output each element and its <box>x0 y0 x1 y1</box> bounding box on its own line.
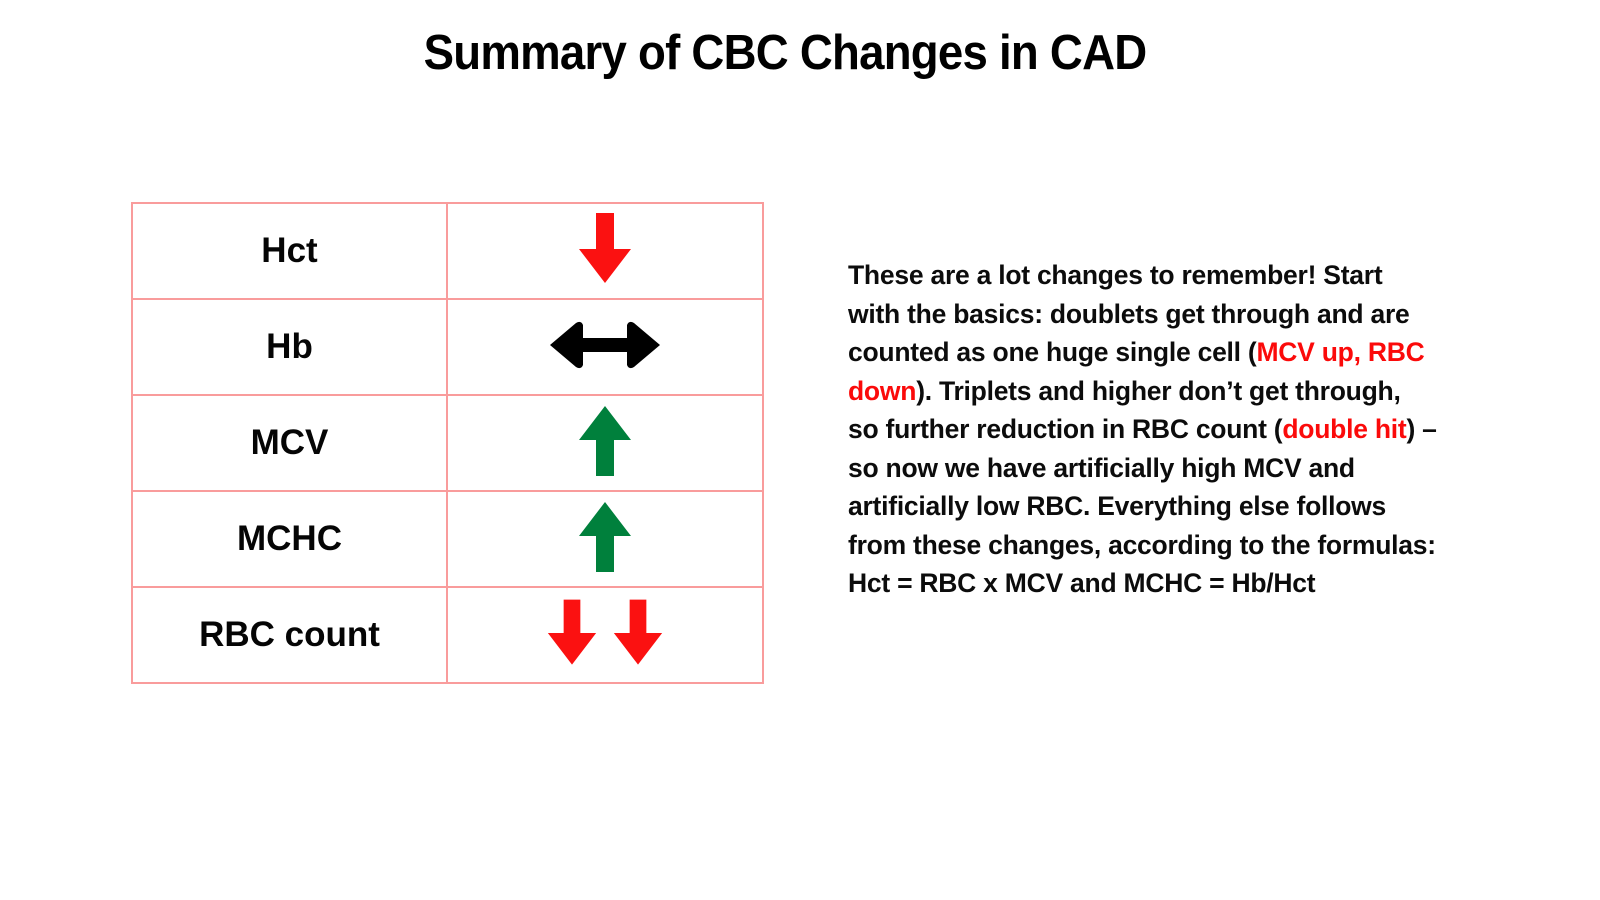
table-cell-label-rbc-count: RBC count <box>131 586 448 684</box>
icon-group <box>448 204 762 298</box>
table-cell-label-mchc: MCHC <box>131 490 448 588</box>
icon-group <box>448 588 762 682</box>
arrow-up-green-icon <box>577 405 633 482</box>
table-cell-icon-mcv <box>446 394 764 492</box>
icon-group <box>448 300 762 394</box>
arrow-down-red-icon <box>612 599 664 672</box>
table-cell-label-mcv: MCV <box>131 394 448 492</box>
table-row: MCV <box>131 394 764 492</box>
table-cell-label-hb: Hb <box>131 298 448 396</box>
arrow-down-red-icon <box>577 212 633 290</box>
table-row: Hb <box>131 298 764 396</box>
explanation-highlight-mcv-up-rbc-down: MCV up, RBC down <box>848 337 1425 406</box>
explanation-segment-1: These are a lot changes to remember! Sta… <box>848 260 1410 367</box>
table-cell-icon-hb <box>446 298 764 396</box>
table-cell-icon-hct <box>446 202 764 300</box>
table-cell-label-hct: Hct <box>131 202 448 300</box>
page-title: Summary of CBC Changes in CAD <box>423 26 1148 80</box>
icon-group <box>448 396 762 490</box>
table-cell-icon-mchc <box>446 490 764 588</box>
explanation-paragraph: These are a lot changes to remember! Sta… <box>848 256 1438 603</box>
explanation-highlight-double-hit: double hit <box>1282 414 1407 444</box>
explanation-segment-2: ). Triplets and higher don’t get through… <box>848 375 1401 445</box>
explanation-segment-3: ) – so now we have artificially high MCV… <box>848 414 1437 598</box>
table-body: Hct Hb <box>131 202 764 684</box>
icon-group <box>448 492 762 586</box>
arrow-up-green-icon <box>577 501 633 578</box>
arrow-left-right-black-icon <box>550 319 660 376</box>
table-row: RBC count <box>131 586 764 684</box>
table-cell-icon-rbc-count <box>446 586 764 684</box>
cbc-changes-table: Hct Hb <box>131 202 764 684</box>
table-row: Hct <box>131 202 764 300</box>
arrow-down-red-icon <box>546 599 598 672</box>
table-row: MCHC <box>131 490 764 588</box>
